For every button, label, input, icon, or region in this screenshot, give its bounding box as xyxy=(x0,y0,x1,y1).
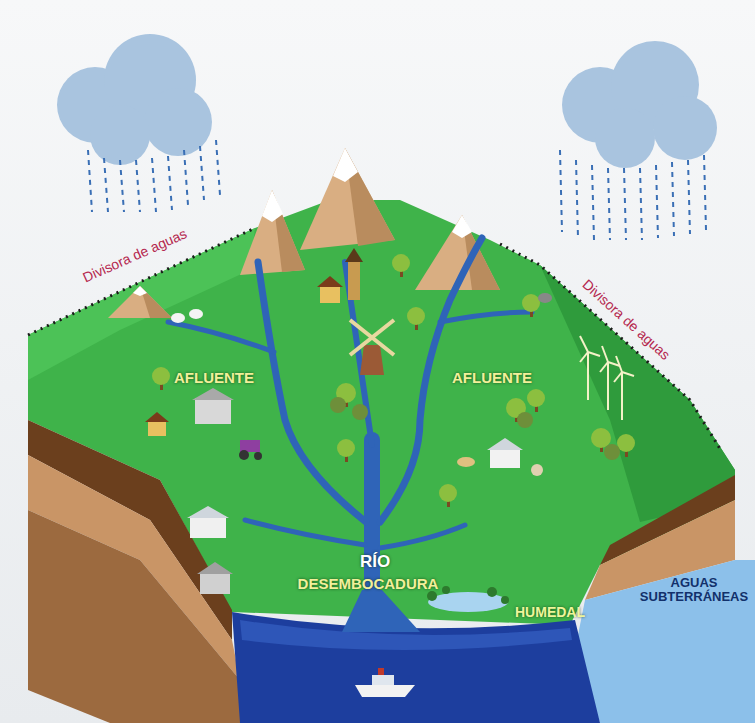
watershed-divide-label: Divisora de aguas xyxy=(81,226,190,286)
land-shade xyxy=(540,265,735,522)
soil-layer xyxy=(28,510,245,723)
animal xyxy=(171,293,552,476)
cloud xyxy=(57,34,212,165)
tributary-label: AFLUENTE xyxy=(452,370,532,387)
tractor xyxy=(239,440,262,460)
groundwater-label: AGUAS SUBTERRÁNEAS xyxy=(638,576,750,605)
windmill xyxy=(350,320,394,375)
wetland-label: HUMEDAL xyxy=(515,605,585,620)
tree xyxy=(152,254,635,507)
cloud xyxy=(562,41,717,168)
building xyxy=(145,248,523,594)
groundwater xyxy=(575,560,755,723)
boat xyxy=(355,668,415,697)
river xyxy=(168,238,532,600)
watershed-divide-label: Divisora de aguas xyxy=(579,277,673,363)
river-mouth-label: DESEMBOCADURA xyxy=(298,576,439,593)
tributary-label: AFLUENTE xyxy=(174,370,254,387)
wetland xyxy=(427,586,509,612)
river-mouth xyxy=(342,590,420,632)
river-label: RÍO xyxy=(360,553,390,572)
wind-turbine xyxy=(580,336,634,420)
